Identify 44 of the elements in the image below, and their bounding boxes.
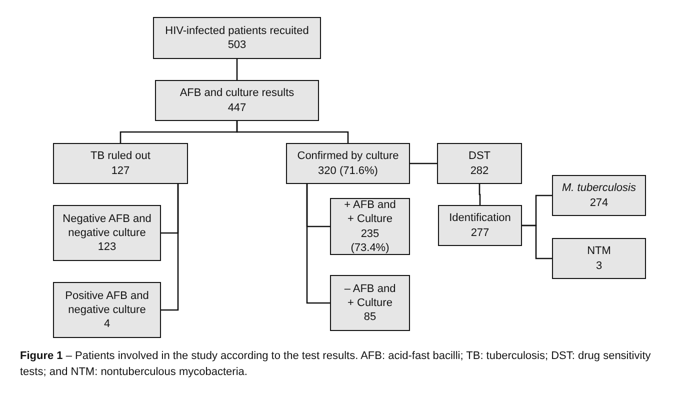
box-label: + AFB and + Culture [343,198,397,226]
process-box [438,205,522,246]
process-box [53,205,161,261]
process-box [53,282,161,338]
box-label: DST [468,149,490,164]
box-label: – AFB and + Culture [343,282,397,310]
box-label: Identification [449,211,511,226]
connector-line [478,184,481,205]
count-value: 4 [104,317,110,332]
process-box [552,238,646,279]
count-value: 503 [228,38,246,52]
count-value: 320 (71.6%) [318,164,378,178]
count-value: 274 [590,196,608,210]
process-box [330,198,410,255]
box-label: Positive AFB and negative culture [64,288,150,318]
count-value: 127 [111,164,130,178]
connector-line [236,59,238,80]
connector-line [410,162,437,164]
process-box [552,175,646,216]
count-value: 3 [596,258,602,273]
process-box [286,143,410,184]
box-label: TB ruled out [90,149,150,164]
box-label: HIV-infected patients recuited [165,24,309,38]
connector-line [306,184,330,304]
box-label: Negative AFB and negative culture [62,212,152,240]
process-box [155,80,319,121]
box-label: M. tuberculosis [562,181,636,196]
count-value: 235 (73.4%) [350,226,390,256]
process-box [437,143,522,184]
box-label: Confirmed by culture [297,149,399,164]
process-box [53,143,188,184]
count-value: 85 [364,310,376,324]
figure-caption: Figure 1 – Patients involved in the study according to the test results. AFB: acid-fast bacilli; TB: tuberculosis; DST: drug sensitivity tests; and NTM: nontuberculous mycobacteria. [20,349,652,380]
process-box [330,275,410,331]
box-label: AFB and culture results [180,86,294,100]
count-value: 123 [98,240,116,254]
process-box [153,17,321,59]
connector-line [522,224,552,260]
connector-line [161,184,179,311]
count-value: 447 [228,100,246,115]
connector-line [236,121,349,143]
count-value: 277 [470,226,490,240]
box-label: NTM [587,244,611,258]
count-value: 282 [470,164,489,178]
